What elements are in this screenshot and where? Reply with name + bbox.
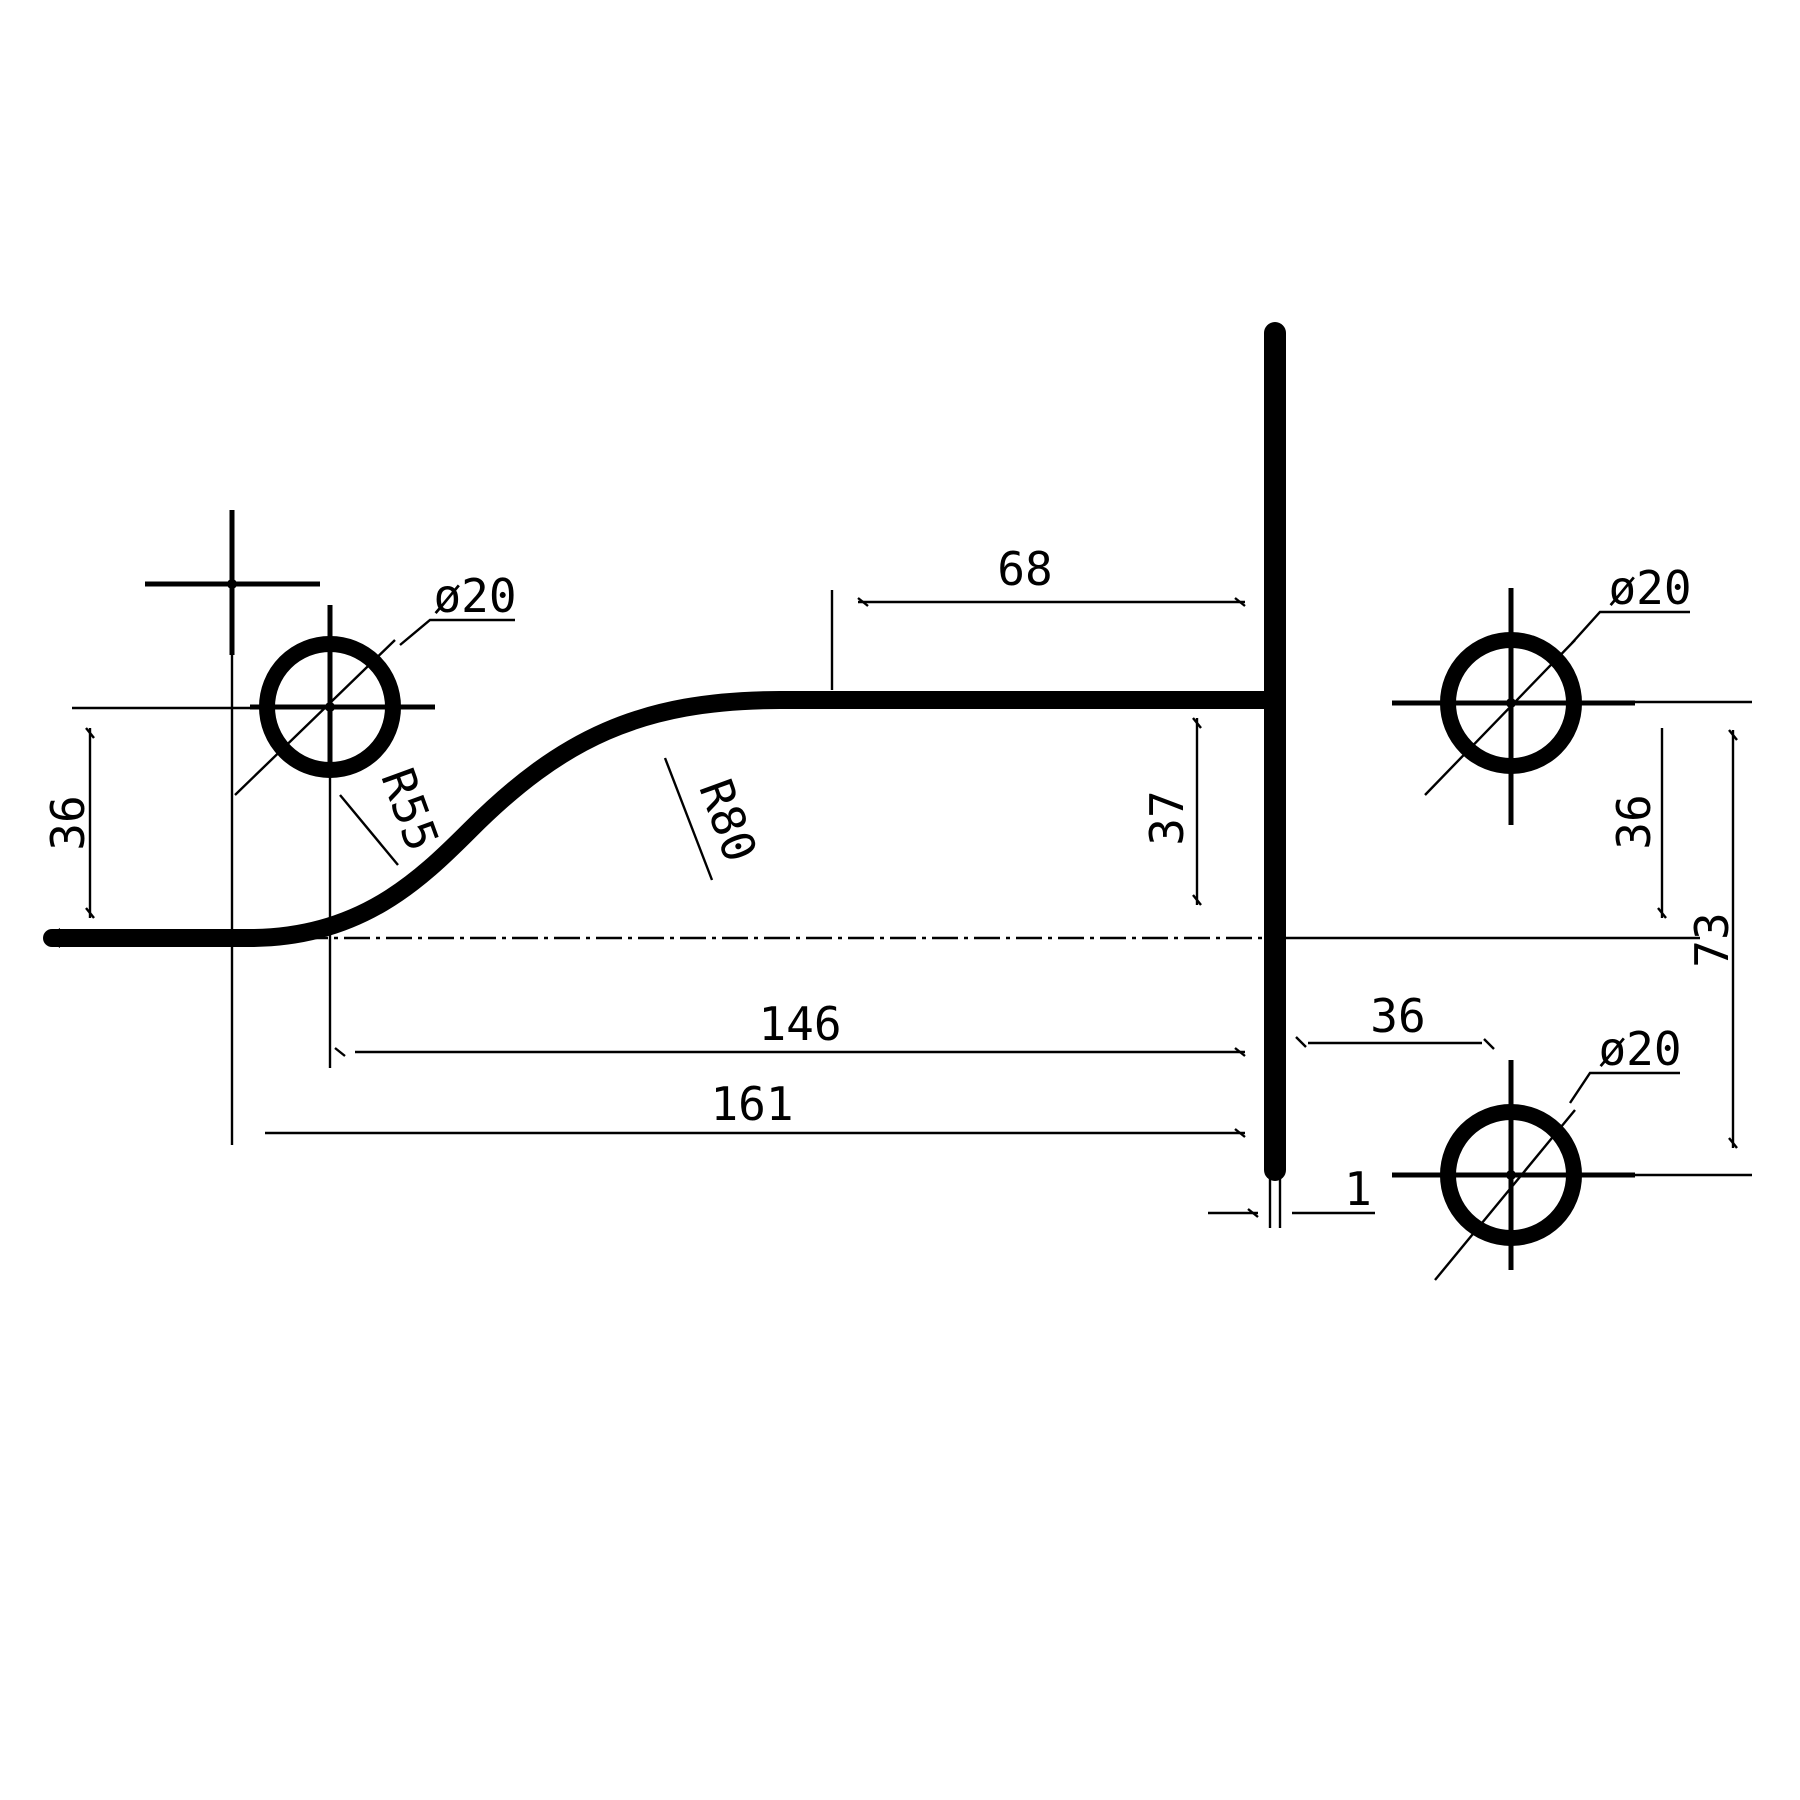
hole-left: [234, 605, 435, 796]
r80-label: R80: [688, 772, 767, 869]
dia-left-label: ø20: [433, 569, 516, 623]
dim-73: [1728, 729, 1738, 1149]
dim-146: [334, 1047, 1246, 1057]
dim-73-label: 73: [1685, 912, 1739, 967]
dim-36-bottom: [1295, 1036, 1495, 1050]
dim-36-right-label: 36: [1607, 794, 1661, 849]
dim-1-label: 1: [1344, 1162, 1372, 1216]
dim-37-label: 37: [1140, 790, 1194, 845]
dim-161-label: 161: [710, 1077, 793, 1131]
dim-36-right: [1657, 728, 1667, 919]
dim-68-label: 68: [997, 542, 1052, 596]
dia-right-bottom-leader: [1569, 1071, 1680, 1104]
r55-leader: [339, 794, 399, 866]
dia-right-top-label: ø20: [1608, 561, 1691, 615]
dia-left-leader: [399, 618, 515, 646]
part-profile: [43, 691, 1284, 947]
dim-1: [1208, 1208, 1375, 1218]
hole-right-bottom: [1392, 1060, 1635, 1281]
reference-cross-mark: [145, 510, 320, 655]
dim-36-left: [85, 727, 95, 919]
r55-label: R55: [370, 761, 449, 858]
dim-36-bottom-label: 36: [1370, 989, 1425, 1043]
dim-36-left-label: 36: [41, 795, 95, 850]
dim-146-label: 146: [758, 997, 841, 1051]
r80-leader: [663, 757, 714, 881]
dim-161: [265, 1128, 1246, 1138]
dia-right-top-leader: [1571, 610, 1690, 644]
profile-left-tip: [44, 928, 60, 948]
hole-right-top: [1392, 588, 1635, 825]
dim-68: [857, 597, 1246, 607]
dim-37: [1192, 717, 1202, 906]
dia-right-bottom-label: ø20: [1598, 1022, 1681, 1076]
